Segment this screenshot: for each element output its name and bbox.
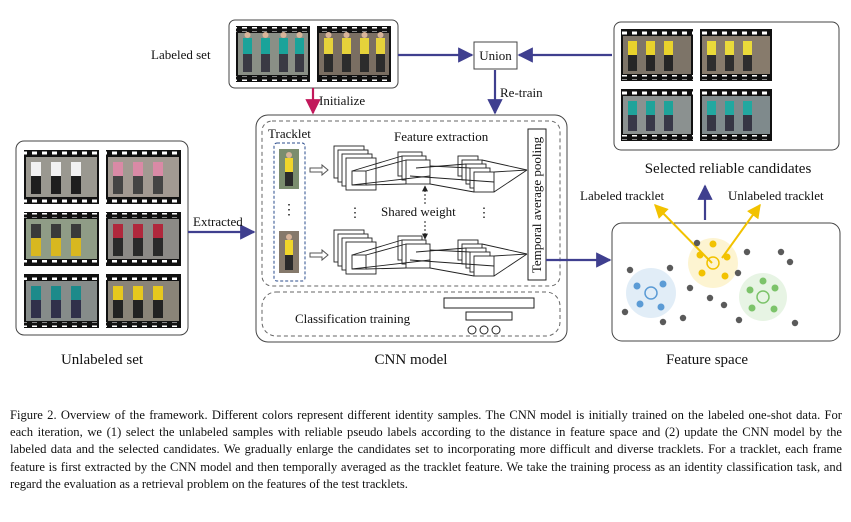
initialize-label: Initialize — [319, 93, 365, 108]
framework-diagram: Labeled set Union Re-train Initialize — [15, 19, 841, 368]
tracklet-label: Tracklet — [268, 126, 311, 141]
tracklet-frames-box — [273, 142, 306, 282]
unlabeled-tracklet-arrow — [721, 203, 761, 259]
extracted-label: Extracted — [193, 214, 243, 229]
classifier-icon — [443, 297, 535, 335]
frame-to-cnn-arrow-bottom — [309, 248, 329, 262]
candidate-filmstrips — [621, 29, 772, 141]
figure-caption: Figure 2. Overview of the framework. Dif… — [10, 408, 842, 491]
cnn-model-label: CNN model — [375, 352, 448, 368]
tracklet-frame-top — [279, 149, 299, 189]
unlabeled-tracklet-label: Unlabeled tracklet — [728, 188, 824, 203]
tracklet-ellipsis: ⋮ — [282, 203, 296, 218]
temporal-pooling-label: Temporal average pooling — [529, 136, 544, 273]
cnn-branch-bottom — [333, 229, 528, 277]
feature-space-label: Feature space — [666, 352, 748, 368]
labeled-filmstrip-2 — [317, 26, 391, 82]
unlabeled-set-label: Unlabeled set — [61, 352, 144, 368]
blue-cluster — [626, 268, 676, 318]
feature-extraction-label: Feature extraction — [394, 129, 489, 144]
unlabeled-filmstrips — [24, 150, 181, 328]
green-cluster — [739, 273, 787, 321]
ellipsis-right: ⋮ — [478, 205, 491, 220]
union-box — [473, 41, 518, 70]
selected-candidates-label: Selected reliable candidates — [645, 161, 812, 177]
labeled-set-label: Labeled set — [151, 47, 211, 62]
labeled-filmstrip-1 — [236, 26, 310, 82]
cnn-branch-top — [333, 145, 528, 193]
feature-extraction-region — [261, 120, 561, 287]
classification-training-label: Classification training — [295, 311, 411, 326]
yellow-cluster — [688, 238, 738, 288]
unlabeled-points — [621, 239, 799, 327]
classification-training-region — [261, 291, 561, 337]
temporal-pooling-bar — [527, 128, 547, 281]
tracklet-frame-bottom — [279, 231, 299, 273]
union-label: Union — [479, 48, 512, 63]
shared-weight-label: Shared weight — [381, 204, 456, 219]
frame-to-cnn-arrow-top — [309, 163, 329, 177]
ellipsis-left: ⋮ — [349, 205, 362, 220]
labeled-tracklet-label: Labeled tracklet — [580, 188, 664, 203]
retrain-label: Re-train — [500, 85, 543, 100]
